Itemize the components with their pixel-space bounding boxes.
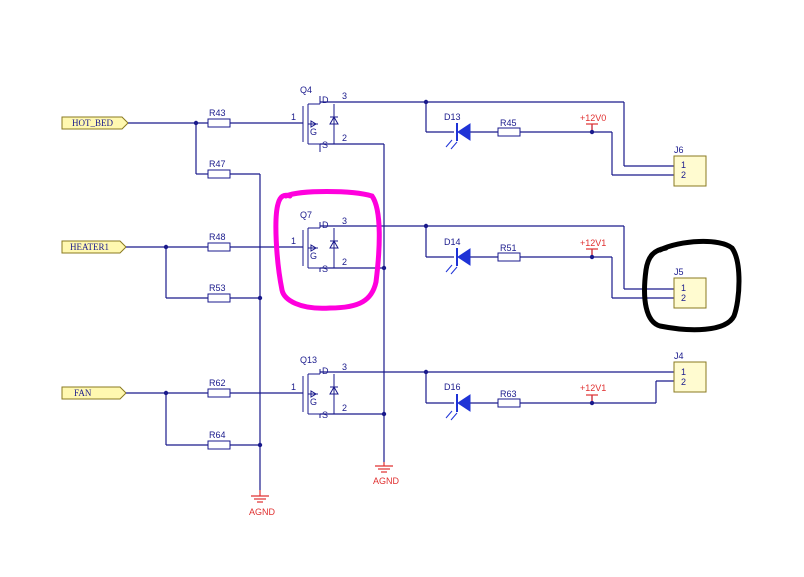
resistor-r63: R63 bbox=[497, 389, 521, 408]
resistor-r43: R43 bbox=[207, 108, 231, 128]
mosfet-q7-g-label: G bbox=[310, 251, 317, 261]
connector-j4: J4 1 2 bbox=[673, 351, 707, 393]
port-hot-bed-label: HOT_BED bbox=[72, 118, 113, 128]
connector-j5: J5 1 2 bbox=[673, 267, 707, 309]
mosfet-q4-drain-pin: 3 bbox=[342, 91, 347, 101]
mosfet-q7-label: Q7 bbox=[300, 210, 312, 220]
connector-j5-pin2: 2 bbox=[681, 293, 686, 303]
mosfet-q13-s-label: S bbox=[322, 410, 328, 420]
connector-j4-pin2: 2 bbox=[681, 377, 686, 387]
resistor-r43-label: R43 bbox=[209, 108, 226, 118]
resistor-r64: R64 bbox=[207, 430, 231, 450]
connector-j4-pin1: 1 bbox=[681, 367, 686, 377]
highlight-magenta-circle bbox=[273, 189, 382, 311]
power-rail-12v1-b: +12V1 bbox=[580, 383, 606, 401]
port-heater1-label: HEATER1 bbox=[70, 242, 109, 252]
power-rail-12v1-a-label: +12V1 bbox=[580, 238, 606, 248]
resistor-r62: R62 bbox=[207, 378, 231, 398]
connector-j4-label: J4 bbox=[674, 351, 684, 361]
mosfet-q4-gate-pin: 1 bbox=[291, 112, 296, 122]
mosfet-q4-s-label: S bbox=[322, 140, 328, 150]
power-rail-12v1-b-label: +12V1 bbox=[580, 383, 606, 393]
mosfet-q13: Q13 1 D G S 3 2 bbox=[291, 355, 347, 420]
resistor-r53-label: R53 bbox=[209, 283, 226, 293]
led-d16-label: D16 bbox=[444, 382, 461, 392]
mosfet-q4: Q4 1 D G S 3 2 bbox=[291, 85, 347, 152]
mosfet-q13-drain-pin: 3 bbox=[342, 362, 347, 372]
ground-agnd-right: AGND bbox=[373, 462, 400, 486]
resistor-r53: R53 bbox=[207, 283, 231, 303]
resistor-r48: R48 bbox=[207, 232, 231, 252]
connector-j5-label: J5 bbox=[674, 267, 684, 277]
resistor-r51: R51 bbox=[497, 243, 521, 262]
mosfet-q13-d-label: D bbox=[322, 366, 329, 376]
input-wiring bbox=[126, 120, 303, 490]
mosfet-q7-gate-pin: 1 bbox=[291, 236, 296, 246]
resistor-r48-label: R48 bbox=[209, 232, 226, 242]
port-heater1: HEATER1 bbox=[61, 240, 127, 254]
output-wiring bbox=[320, 99, 674, 462]
ground-agnd-right-label: AGND bbox=[373, 476, 400, 486]
resistor-r51-label: R51 bbox=[500, 243, 517, 253]
led-d13: D13 bbox=[444, 112, 471, 150]
connector-j6-label: J6 bbox=[674, 145, 684, 155]
led-d14-label: D14 bbox=[444, 237, 461, 247]
port-fan-label: FAN bbox=[74, 388, 92, 398]
highlight-black-circle bbox=[642, 238, 742, 333]
resistor-r47-label: R47 bbox=[209, 159, 226, 169]
led-d16: D16 bbox=[444, 382, 471, 421]
mosfet-q13-label: Q13 bbox=[300, 355, 317, 365]
power-rail-12v0: +12V0 bbox=[580, 113, 606, 130]
resistor-r47: R47 bbox=[207, 159, 231, 179]
resistor-r64-label: R64 bbox=[209, 430, 226, 440]
mosfet-q7: Q7 1 D G S 3 2 bbox=[291, 210, 347, 274]
connector-j6-pin1: 1 bbox=[681, 160, 686, 170]
power-rail-12v1-a: +12V1 bbox=[580, 238, 606, 255]
mosfet-q7-s-label: S bbox=[322, 264, 328, 274]
mosfet-q7-drain-pin: 3 bbox=[342, 216, 347, 226]
mosfet-q4-source-pin: 2 bbox=[342, 133, 347, 143]
port-fan: FAN bbox=[61, 386, 127, 400]
resistor-r63-label: R63 bbox=[500, 389, 517, 399]
led-d13-label: D13 bbox=[444, 112, 461, 122]
resistor-r62-label: R62 bbox=[209, 378, 226, 388]
mosfet-q7-d-label: D bbox=[322, 220, 329, 230]
connector-j6: J6 1 2 bbox=[673, 145, 707, 187]
mosfet-q4-d-label: D bbox=[322, 95, 329, 105]
connector-j6-pin2: 2 bbox=[681, 170, 686, 180]
led-d14: D14 bbox=[444, 237, 471, 275]
mosfet-q7-source-pin: 2 bbox=[342, 257, 347, 267]
connector-j5-pin1: 1 bbox=[681, 283, 686, 293]
ground-agnd-left: AGND bbox=[249, 490, 276, 517]
resistor-r45: R45 bbox=[497, 118, 521, 137]
ground-agnd-left-label: AGND bbox=[249, 507, 276, 517]
mosfet-q13-source-pin: 2 bbox=[342, 403, 347, 413]
mosfet-q13-g-label: G bbox=[310, 397, 317, 407]
power-rail-12v0-label: +12V0 bbox=[580, 113, 606, 123]
mosfet-q4-g-label: G bbox=[310, 127, 317, 137]
mosfet-q13-gate-pin: 1 bbox=[291, 382, 296, 392]
port-hot-bed: HOT_BED bbox=[61, 116, 129, 130]
mosfet-q4-label: Q4 bbox=[300, 85, 312, 95]
resistor-r45-label: R45 bbox=[500, 118, 517, 128]
